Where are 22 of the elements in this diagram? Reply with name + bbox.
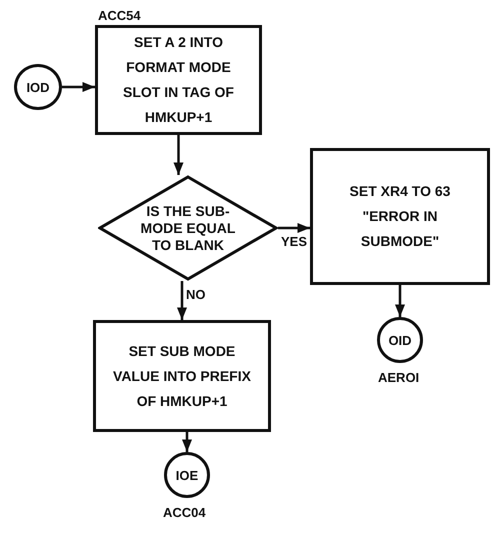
node-label: AEROI — [378, 370, 420, 385]
node-label: ACC54 — [98, 8, 141, 23]
arrow — [278, 223, 310, 233]
node-label: ACC04 — [163, 505, 206, 520]
node-text: OID — [387, 332, 413, 350]
connector-circle — [14, 64, 62, 110]
edge-label: YES — [280, 234, 308, 249]
decision-diamond — [98, 175, 278, 281]
arrow — [62, 82, 95, 92]
arrow — [395, 285, 405, 317]
arrow — [177, 281, 187, 320]
arrow — [182, 432, 192, 452]
node-text: IOD — [25, 78, 51, 96]
process-box — [93, 320, 271, 432]
process-box — [310, 148, 490, 285]
node-text: SET XR4 TO 63 "ERROR IN SUBMODE" — [348, 182, 452, 251]
edge-label: NO — [185, 287, 206, 302]
node-text: IOE — [174, 466, 200, 484]
node-text: SET SUB MODE VALUE INTO PREFIX OF HMKUP+1 — [112, 342, 252, 410]
node-text: SET A 2 INTO FORMAT MODE SLOT IN TAG OF HMKUP+1 — [122, 33, 235, 127]
arrow — [174, 135, 184, 175]
node-text: IS THE SUB-MODE EQUAL TO BLANK — [140, 202, 236, 254]
